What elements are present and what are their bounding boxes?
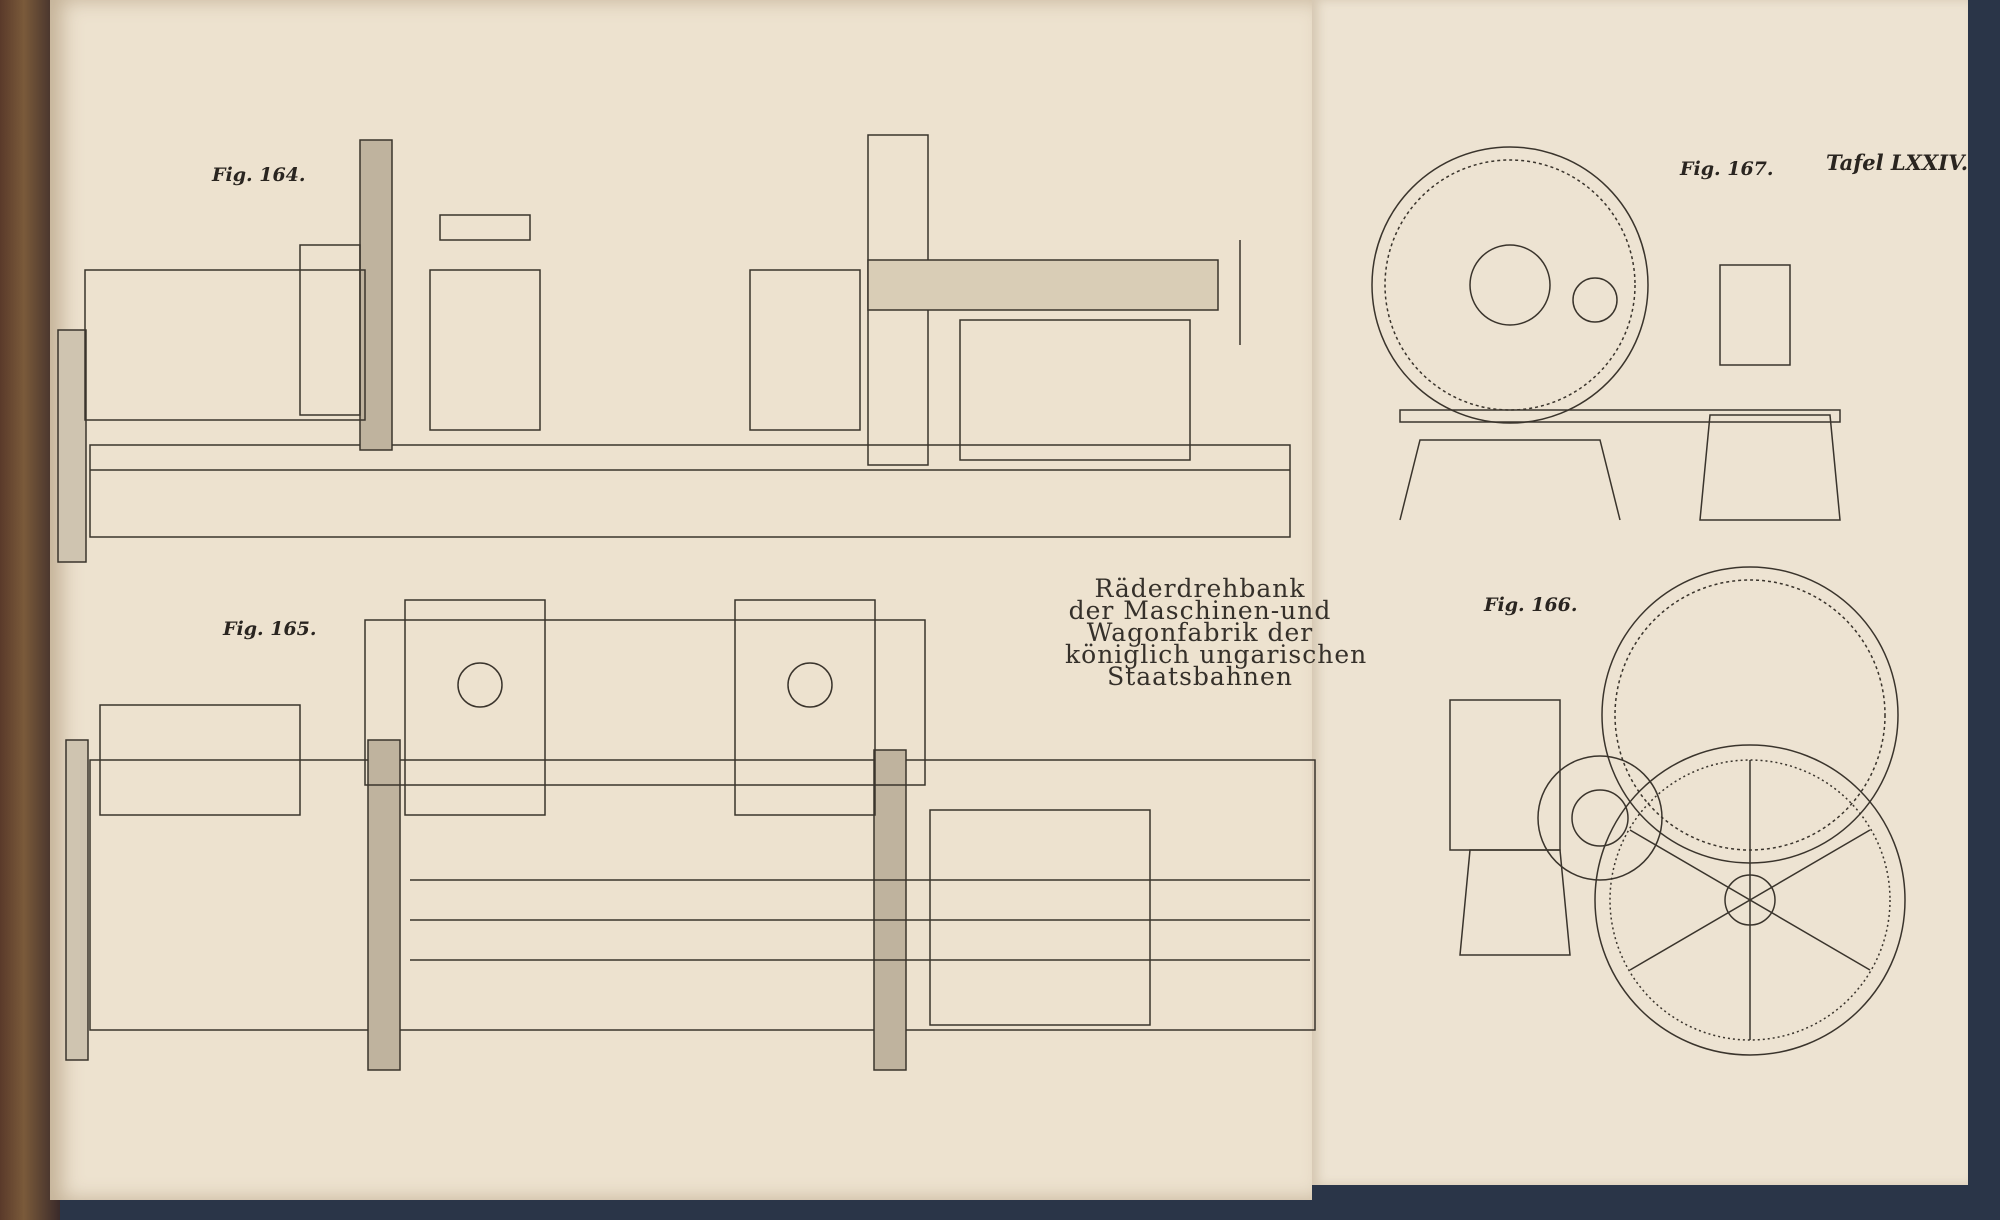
fig-165-drawing [65, 599, 1316, 1071]
title-line: Räderdrehbank [1094, 574, 1306, 603]
title-line: Staatsbahnen [1107, 662, 1293, 691]
fig-164-label: Fig. 164. [212, 164, 306, 186]
fig-165-label: Fig. 165. [223, 618, 317, 640]
fig-166-label: Fig. 166. [1484, 594, 1578, 616]
fig-164-drawing [57, 134, 1291, 563]
title-line: der Maschinen-und [1068, 596, 1332, 625]
title-line: königlich ungarischen [1065, 640, 1368, 669]
fig-167-label: Fig. 167. [1680, 158, 1774, 180]
plate-title: Räderdrehbank der Maschinen-und Wagonfab… [1065, 574, 1368, 691]
fig-167-drawing [1371, 146, 1841, 521]
left-page [50, 0, 1312, 1200]
title-line: Wagonfabrik der [1086, 618, 1314, 647]
fig-166-drawing [1449, 566, 1906, 1056]
plate-number: Tafel LXXIV. [1826, 150, 1969, 175]
